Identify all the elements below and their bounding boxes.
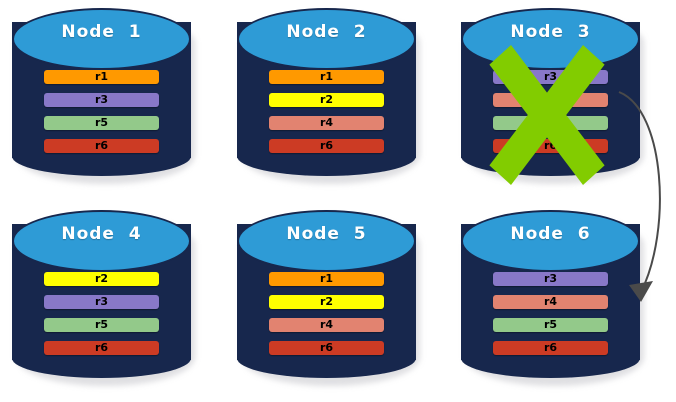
replica-block[interactable]: r6 xyxy=(44,341,159,355)
node-label: Node 4 xyxy=(61,224,142,244)
replica-list: r1 r2 r4 r6 xyxy=(269,272,384,355)
cylinder-top-disc xyxy=(12,210,191,272)
replica-block[interactable]: r4 xyxy=(269,318,384,332)
node-label: Node 2 xyxy=(286,22,367,42)
node-label: Node 3 xyxy=(510,22,591,42)
database-node-4[interactable]: Node 4 r2 r3 r5 r6 xyxy=(12,210,195,388)
database-node-6[interactable]: Node 6 r3 r4 r5 r6 xyxy=(461,210,644,388)
node-label: Node 1 xyxy=(61,22,142,42)
replica-block[interactable]: r2 xyxy=(269,93,384,107)
replica-block[interactable]: r6 xyxy=(493,139,608,153)
replica-block[interactable]: r3 xyxy=(44,295,159,309)
replica-block[interactable]: r4 xyxy=(493,93,608,107)
replica-block[interactable]: r2 xyxy=(269,295,384,309)
node-label: Node 5 xyxy=(286,224,367,244)
database-node-1[interactable]: Node 1 r1 r3 r5 r6 xyxy=(12,8,195,186)
replica-block[interactable]: r6 xyxy=(44,139,159,153)
replica-block[interactable]: r5 xyxy=(493,318,608,332)
replica-list: r1 r2 r4 r6 xyxy=(269,70,384,153)
replica-list: r1 r3 r5 r6 xyxy=(44,70,159,153)
cylinder-top-disc xyxy=(237,210,416,272)
replica-block[interactable]: r4 xyxy=(269,116,384,130)
replica-block[interactable]: r5 xyxy=(44,116,159,130)
replica-block[interactable]: r1 xyxy=(269,272,384,286)
replica-list: r3 r4 r5 r6 xyxy=(493,272,608,355)
cylinder-top-disc xyxy=(237,8,416,70)
cylinder-top-disc xyxy=(461,210,640,272)
replica-block[interactable]: r5 xyxy=(493,116,608,130)
replica-block[interactable]: r2 xyxy=(44,272,159,286)
replica-block[interactable]: r1 xyxy=(269,70,384,84)
replica-block[interactable]: r6 xyxy=(493,341,608,355)
replica-block[interactable]: r3 xyxy=(44,93,159,107)
replica-block[interactable]: r1 xyxy=(44,70,159,84)
database-node-5[interactable]: Node 5 r1 r2 r4 r6 xyxy=(237,210,420,388)
replica-block[interactable]: r3 xyxy=(493,70,608,84)
replica-block[interactable]: r4 xyxy=(493,295,608,309)
database-node-2[interactable]: Node 2 r1 r2 r4 r6 xyxy=(237,8,420,186)
replica-block[interactable]: r6 xyxy=(269,139,384,153)
replica-block[interactable]: r3 xyxy=(493,272,608,286)
replica-list: r2 r3 r5 r6 xyxy=(44,272,159,355)
node-label: Node 6 xyxy=(510,224,591,244)
replica-list: r3 r4 r5 r6 xyxy=(493,70,608,153)
database-node-3[interactable]: Node 3 r3 r4 r5 r6 xyxy=(461,8,644,186)
replica-block[interactable]: r6 xyxy=(269,341,384,355)
cylinder-top-disc xyxy=(12,8,191,70)
replica-block[interactable]: r5 xyxy=(44,318,159,332)
